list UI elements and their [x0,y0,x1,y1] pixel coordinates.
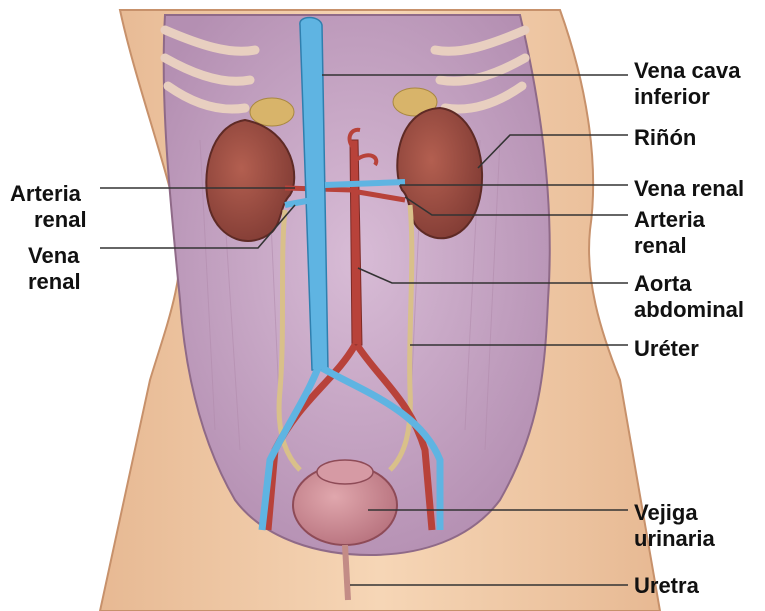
label-ureter: Uréter [634,336,699,362]
renal-vein-right-vessel [325,182,405,185]
label-aorta-abdominal: Aorta abdominal [634,271,744,323]
label-uretra: Uretra [634,573,699,599]
label-vena-cava-inferior: Vena cava inferior [634,58,740,110]
bladder-top [317,460,373,484]
label-arteria-renal-right: Arteria renal [634,207,705,259]
label-vena-renal-left: Vena renal [28,243,81,295]
label-rinon: Riñón [634,125,696,151]
adrenal-gland-left [250,98,294,126]
label-arteria-renal-left: Arteria renal [10,181,87,233]
label-vejiga-urinaria: Vejiga urinaria [634,500,715,552]
label-vena-renal-right: Vena renal [634,176,744,202]
urethra [345,545,348,600]
